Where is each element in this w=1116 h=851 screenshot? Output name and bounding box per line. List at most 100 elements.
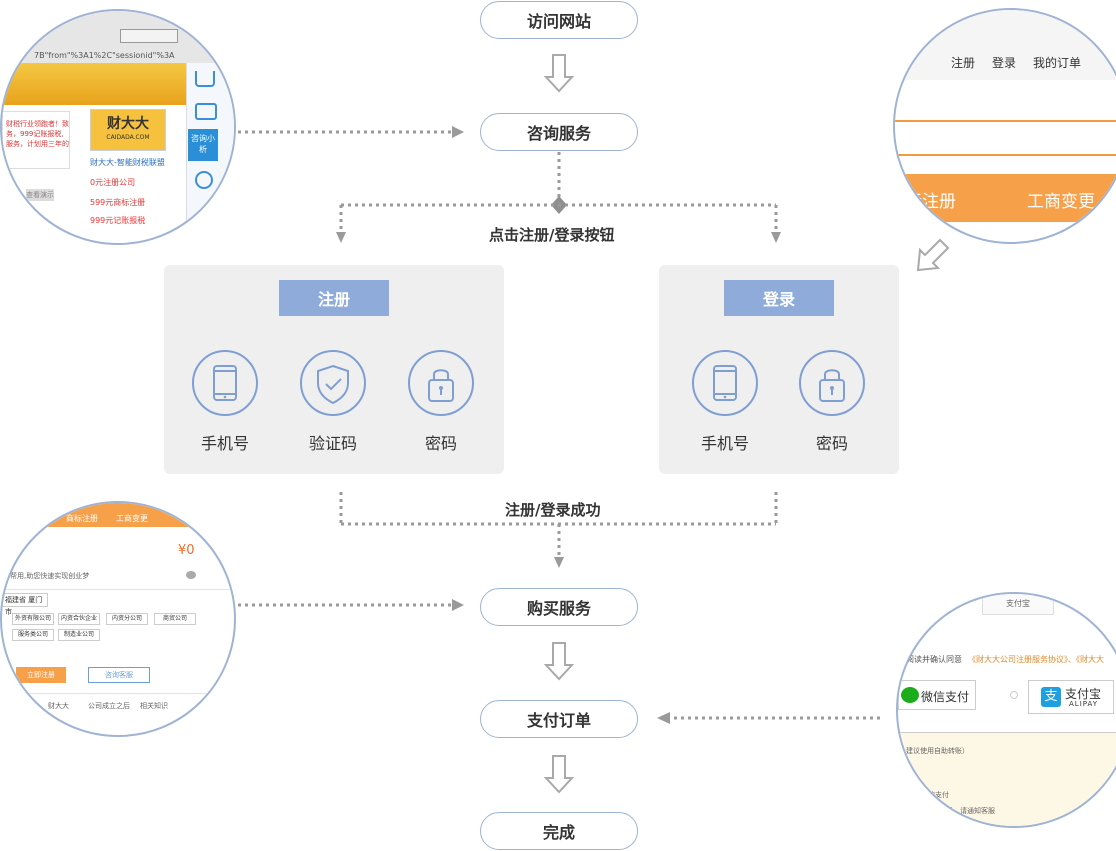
option-3[interactable]: 内资分公司 xyxy=(106,613,148,625)
step-buy-service: 购买服务 xyxy=(480,588,638,626)
option-5-label: 服务类公司 xyxy=(17,631,48,638)
phone-icon xyxy=(692,350,758,416)
left-text-1: 财税行业领跑者！致 xyxy=(6,120,69,128)
orange-nav-bar xyxy=(895,174,1116,222)
alipay-option[interactable]: 支 支付宝 ALIPAY xyxy=(1028,680,1114,714)
city-select[interactable]: 福建省 厦门市 xyxy=(2,593,48,616)
register-panel: 注册 手机号 验证码 密码 xyxy=(164,265,504,474)
window-controls xyxy=(120,29,178,43)
register-label-password: 密码 xyxy=(424,434,457,453)
pay-top-tab: 支付宝 xyxy=(982,594,1054,615)
headset-icon xyxy=(195,171,213,189)
register-now-button-label: 立即注册 xyxy=(27,671,55,679)
consult-side-button-label: 咨询小析 xyxy=(191,134,215,154)
step-consult-label: 咨询服务 xyxy=(526,124,591,143)
step-done-label: 完成 xyxy=(542,823,575,842)
hollow-diagonal-arrow xyxy=(916,238,950,272)
login-label-password: 密码 xyxy=(815,434,848,453)
option-2-label: 内资合伙企业 xyxy=(60,615,97,622)
register-label-code: 验证码 xyxy=(308,434,357,453)
logo-box: 财大大 CAIDADA.COM xyxy=(90,109,166,151)
shield-check-icon xyxy=(300,350,366,416)
consult-side-button[interactable]: 咨询小析 xyxy=(188,129,218,161)
login-title: 登录 xyxy=(724,280,834,316)
link-register[interactable]: 0元注册公司 xyxy=(90,178,136,187)
register-title-label: 注册 xyxy=(317,290,350,309)
alipay-en-label: ALIPAY xyxy=(1069,700,1099,708)
note-3: 后，请通知客服 xyxy=(946,807,995,815)
left-text-3: 服务，计划用三年的 xyxy=(6,140,69,148)
step-consult: 咨询服务 xyxy=(480,113,638,151)
radio-dot[interactable] xyxy=(1010,691,1018,699)
buy-tab-change[interactable]: 工商变更 xyxy=(116,514,148,523)
success-label: 注册/登录成功 xyxy=(505,501,601,519)
alipay-icon: 支 xyxy=(1041,687,1061,707)
login-title-label: 登录 xyxy=(762,290,795,309)
option-4-label: 商贸公司 xyxy=(162,615,187,622)
option-4[interactable]: 商贸公司 xyxy=(154,613,196,625)
link-trademark[interactable]: 599元商标注册 xyxy=(90,198,146,207)
screenshot-buy: 商标注册 工商变更 ¥0 帮用,助您快速实现创业梦 福建省 厦门市 外资有限公司… xyxy=(0,501,236,737)
city-select-value: 福建省 厦门市 xyxy=(5,596,43,616)
agree-text: 阅读并确认同意 xyxy=(906,655,962,664)
bar-item-trademark[interactable]: 标注册 xyxy=(905,192,956,212)
logo-main: 财大大 xyxy=(107,116,149,132)
nav-orders-link[interactable]: 我的订单 xyxy=(1033,56,1082,70)
pay-top-tab-label: 支付宝 xyxy=(1006,599,1030,608)
hollow-down-arrow-1 xyxy=(543,54,575,93)
note-2: 款支付 xyxy=(928,791,949,799)
demo-button[interactable]: 查看演示 xyxy=(26,189,54,201)
step-visit-site: 访问网站 xyxy=(480,1,638,39)
step-pay-order: 支付订单 xyxy=(480,700,638,738)
branch-label: 点击注册/登录按钮 xyxy=(489,226,615,244)
note-1: 建议使用自助转账） xyxy=(906,747,969,755)
register-title: 注册 xyxy=(279,280,389,316)
url-text: 7B"from"%3A1%2C"sessionid"%3A xyxy=(34,51,175,60)
left-text-2: 务，999记账报税, xyxy=(6,130,64,138)
footer-link-2[interactable]: 公司成立之后 xyxy=(88,702,130,710)
option-1[interactable]: 外资有限公司 xyxy=(12,613,54,625)
option-2[interactable]: 内资合伙企业 xyxy=(58,613,100,625)
consult-button-label: 咨询客服 xyxy=(105,671,133,679)
price: ¥0 xyxy=(178,543,195,558)
login-label-phone: 手机号 xyxy=(700,434,749,453)
slogan: 帮用,助您快速实现创业梦 xyxy=(10,572,90,580)
register-label-phone: 手机号 xyxy=(200,434,249,453)
screenshot-website: 7B"from"%3A1%2C"sessionid"%3A 咨询小析 财大大 C… xyxy=(0,9,236,245)
footer-link-1[interactable]: 财大大 xyxy=(48,702,69,710)
logo-sub: CAIDADA.COM xyxy=(106,134,150,141)
lock-icon xyxy=(408,350,474,416)
option-6-label: 制造业公司 xyxy=(63,631,94,638)
step-done: 完成 xyxy=(480,812,638,850)
option-5[interactable]: 服务类公司 xyxy=(12,629,54,641)
wechat-pay-label: 微信支付 xyxy=(921,690,970,704)
bar-item-change[interactable]: 工商变更 xyxy=(1027,192,1095,212)
nav-register-link[interactable]: 注册 xyxy=(951,56,976,70)
demo-button-label: 查看演示 xyxy=(26,191,54,199)
hollow-down-arrow-2 xyxy=(543,642,575,681)
nav-login-link[interactable]: 登录 xyxy=(992,56,1017,70)
option-6[interactable]: 制造业公司 xyxy=(58,629,100,641)
wechat-small-icon xyxy=(186,571,196,579)
hollow-down-arrow-3 xyxy=(543,755,575,794)
buy-tab-trademark[interactable]: 商标注册 xyxy=(66,514,98,523)
screenshot-nav: 注册 登录 我的订单 标注册 工商变更 xyxy=(893,8,1116,244)
screenshot-payment: 支付宝 阅读并确认同意 《财大大公司注册服务协议》、《财大大 微信支付 支 支付… xyxy=(896,592,1116,828)
step-visit-site-label: 访问网站 xyxy=(526,12,591,31)
alipay-label: 支付宝 xyxy=(1065,687,1102,701)
wechat-pay-option[interactable]: 微信支付 xyxy=(898,680,976,710)
lock-icon xyxy=(799,350,865,416)
consult-button[interactable]: 咨询客服 xyxy=(88,667,150,683)
chat-icon xyxy=(195,103,217,120)
agree-link[interactable]: 《财大大公司注册服务协议》、《财大大 xyxy=(968,655,1104,664)
footer-link-3[interactable]: 相关知识 xyxy=(140,702,168,710)
login-panel: 登录 手机号 密码 xyxy=(659,265,899,474)
link-accounting[interactable]: 999元记账报税 xyxy=(90,216,146,225)
register-now-button[interactable]: 立即注册 xyxy=(16,667,66,683)
option-1-label: 外资有限公司 xyxy=(14,615,51,622)
step-pay-order-label: 支付订单 xyxy=(526,711,591,730)
step-buy-service-label: 购买服务 xyxy=(526,599,591,618)
phone-icon xyxy=(192,350,258,416)
wechat-icon xyxy=(901,687,919,703)
